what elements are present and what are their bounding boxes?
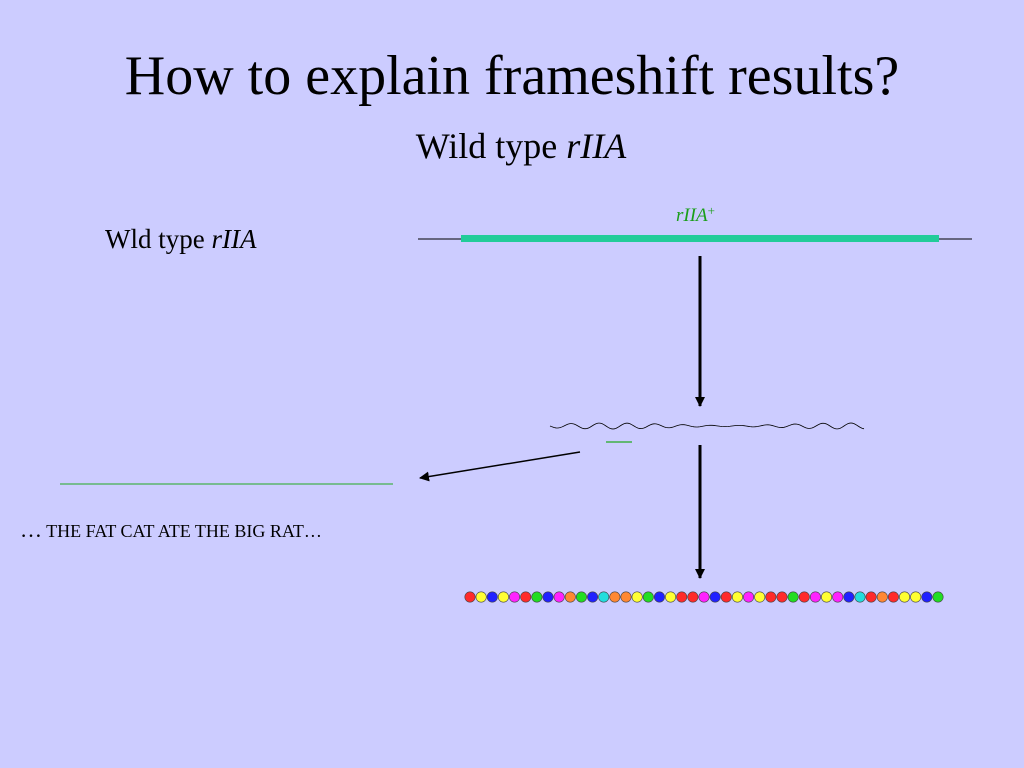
amino-acid-bead — [821, 591, 833, 603]
amino-acid-bead — [843, 591, 855, 603]
amino-acid-bead — [887, 591, 899, 603]
amino-acid-bead — [698, 591, 710, 603]
amino-acid-bead — [653, 591, 665, 603]
amino-acid-bead — [776, 591, 788, 603]
subtitle-text: Wild type — [415, 126, 567, 166]
amino-acid-bead — [809, 591, 821, 603]
amino-acid-bead — [765, 591, 777, 603]
mrna-strand — [549, 422, 865, 430]
subtitle-gene-name: rIIA — [566, 126, 627, 166]
amino-acid-bead — [932, 591, 944, 603]
amino-acid-bead — [832, 591, 844, 603]
amino-acid-bead — [464, 591, 476, 603]
slide-subtitle: Wild type rIIA — [0, 128, 1024, 164]
amino-acid-bead — [754, 591, 766, 603]
amino-acid-bead — [865, 591, 877, 603]
gene-label-text: Wld type — [105, 224, 212, 254]
sentence-text: THE FAT CAT ATE THE BIG RAT… — [42, 521, 322, 541]
amino-acid-bead — [609, 591, 621, 603]
amino-acid-bead — [743, 591, 755, 603]
slide-title: How to explain frameshift results? — [124, 45, 900, 107]
amino-acid-bead — [620, 591, 632, 603]
gene-segment-label: rIIA+ — [676, 204, 715, 225]
amino-acid-bead — [876, 591, 888, 603]
amino-acid-bead — [787, 591, 799, 603]
amino-acid-bead — [665, 591, 677, 603]
amino-acid-bead — [921, 591, 933, 603]
amino-acid-bead — [486, 591, 498, 603]
amino-acid-bead — [687, 591, 699, 603]
amino-acid-bead — [542, 591, 554, 603]
amino-acid-bead — [676, 591, 688, 603]
amino-acid-bead — [587, 591, 599, 603]
amino-acid-bead — [910, 591, 922, 603]
amino-acid-bead — [497, 591, 509, 603]
amino-acid-bead — [564, 591, 576, 603]
amino-acid-bead — [520, 591, 532, 603]
amino-acid-bead — [531, 591, 543, 603]
sentence-lead: … — [20, 517, 42, 542]
protein-chain — [464, 591, 944, 603]
amino-acid-bead — [509, 591, 521, 603]
gene-label: Wld type rIIA — [105, 226, 256, 253]
amino-acid-bead — [899, 591, 911, 603]
amino-acid-bead — [631, 591, 643, 603]
amino-acid-bead — [553, 591, 565, 603]
gene-segment-superscript: + — [707, 203, 715, 218]
amino-acid-bead — [731, 591, 743, 603]
amino-acid-bead — [709, 591, 721, 603]
codon-sentence: … THE FAT CAT ATE THE BIG RAT… — [20, 519, 322, 541]
amino-acid-bead — [575, 591, 587, 603]
amino-acid-bead — [598, 591, 610, 603]
gene-segment-label-text: rIIA — [676, 205, 708, 226]
gene-label-name: rIIA — [211, 224, 257, 254]
codon-zoom-arrow — [419, 451, 581, 482]
amino-acid-bead — [720, 591, 732, 603]
amino-acid-bead — [642, 591, 654, 603]
amino-acid-bead — [854, 591, 866, 603]
amino-acid-bead — [798, 591, 810, 603]
gene-segment — [461, 235, 939, 242]
amino-acid-bead — [475, 591, 487, 603]
